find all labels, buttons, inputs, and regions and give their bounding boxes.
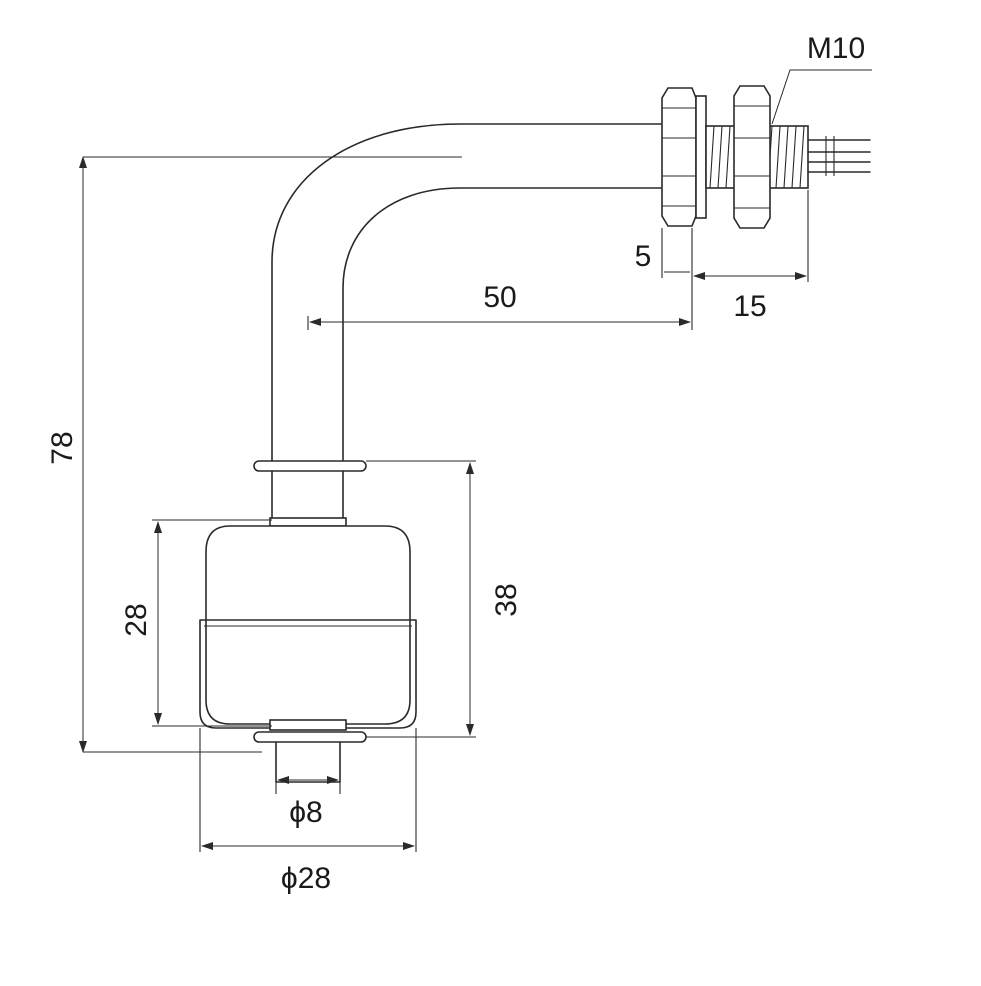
float-top-cap — [269, 517, 347, 527]
mounting-hardware — [661, 85, 871, 229]
label-thread-length: 15 — [733, 290, 766, 323]
float-body — [205, 525, 411, 725]
hex-nut-inner — [661, 87, 697, 227]
wire-leads — [807, 136, 871, 176]
upper-collar — [253, 460, 367, 472]
dimension-lines — [79, 69, 872, 852]
float-band — [199, 619, 417, 729]
lower-collar — [253, 731, 367, 743]
washer — [695, 95, 707, 219]
float-bottom-cap — [269, 719, 347, 731]
bent-tube — [83, 123, 663, 463]
label-overall-height: 78 — [46, 431, 79, 464]
label-float-height: 28 — [120, 603, 153, 636]
label-horizontal-length: 50 — [483, 281, 516, 314]
label-float-diameter: ϕ28 — [281, 862, 331, 895]
label-float-assembly-height: 38 — [490, 583, 523, 616]
label-stem-diameter: ϕ8 — [289, 796, 323, 829]
float-assembly — [199, 460, 417, 783]
label-thread-size: M10 — [807, 32, 865, 65]
label-nut-thickness: 5 — [635, 240, 652, 273]
hex-nut-outer — [733, 85, 771, 229]
dimension-labels: 78 50 5 15 M10 28 38 ϕ8 ϕ28 — [46, 32, 865, 895]
